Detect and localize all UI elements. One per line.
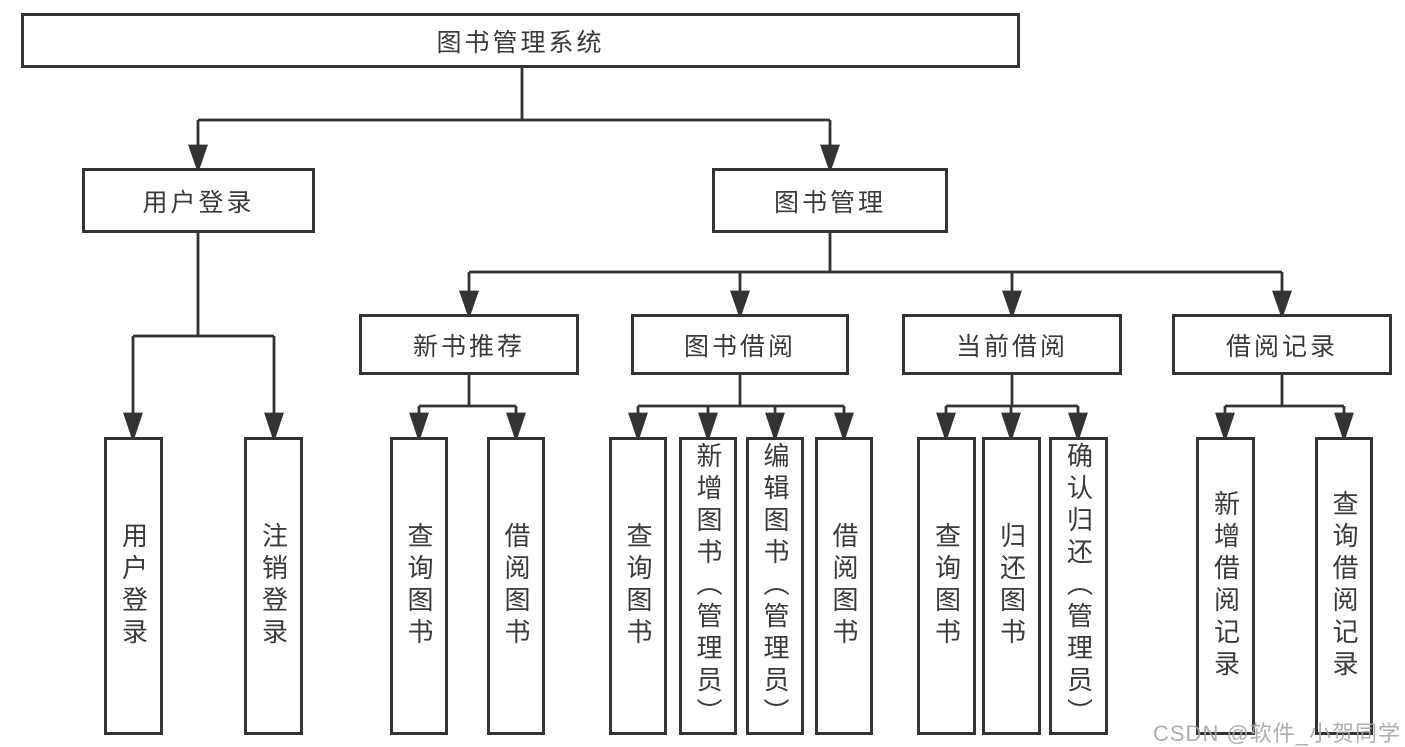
- node-root: 图书管理系统: [21, 13, 1020, 68]
- leaf-logout: 注销登录: [244, 437, 303, 735]
- connector-user-login-branch: [123, 233, 284, 443]
- leaf-query-books-3-label: 查询图书: [931, 522, 962, 650]
- leaf-query-books-3: 查询图书: [917, 437, 976, 735]
- leaf-query-borrow-record-label: 查询借阅记录: [1329, 490, 1359, 682]
- leaf-edit-books-admin: 编辑图书（管理员）: [746, 437, 804, 735]
- leaf-return-books-label: 归还图书: [996, 522, 1027, 650]
- leaf-edit-books-admin-label: 编辑图书（管理员）: [760, 442, 790, 730]
- connector-root-to-level2: [188, 68, 840, 174]
- connector-book-management-branch: [459, 233, 1292, 320]
- leaf-add-borrow-record: 新增借阅记录: [1196, 437, 1255, 735]
- node-borrow-records-label: 借阅记录: [1225, 332, 1338, 361]
- node-new-book-recommendation-label: 新书推荐: [412, 332, 525, 361]
- connector-borrow-record-branch: [1215, 375, 1354, 443]
- leaf-return-books: 归还图书: [982, 437, 1041, 735]
- leaf-logout-label: 注销登录: [258, 522, 289, 650]
- leaf-borrow-books-2-label: 借阅图书: [829, 522, 859, 650]
- leaf-borrow-books-2: 借阅图书: [815, 437, 873, 735]
- node-book-management: 图书管理: [712, 168, 948, 233]
- node-root-label: 图书管理系统: [436, 28, 605, 57]
- node-current-borrowing-label: 当前借阅: [955, 332, 1068, 361]
- node-book-borrowing: 图书借阅: [631, 314, 849, 375]
- node-new-book-recommendation: 新书推荐: [359, 314, 579, 375]
- leaf-add-books-admin: 新增图书（管理员）: [679, 437, 737, 735]
- leaf-query-books-2-label: 查询图书: [623, 522, 653, 650]
- node-user-login-label: 用户登录: [142, 188, 255, 217]
- leaf-confirm-return-admin: 确认归还（管理员）: [1049, 437, 1108, 735]
- leaf-query-books-1-label: 查询图书: [404, 522, 434, 650]
- connector-current-borrow-branch: [936, 375, 1088, 443]
- connector-book-borrow-branch: [628, 375, 854, 443]
- leaf-borrow-books-1: 借阅图书: [487, 437, 545, 735]
- leaf-user-login-label: 用户登录: [118, 522, 149, 650]
- node-user-login: 用户登录: [82, 168, 315, 233]
- leaf-borrow-books-1-label: 借阅图书: [501, 522, 531, 650]
- node-current-borrowing: 当前借阅: [902, 314, 1122, 375]
- leaf-confirm-return-admin-label: 确认归还（管理员）: [1063, 442, 1094, 730]
- leaf-user-login: 用户登录: [104, 437, 163, 735]
- leaf-query-borrow-record: 查询借阅记录: [1315, 437, 1373, 735]
- node-book-borrowing-label: 图书借阅: [683, 332, 796, 361]
- leaf-query-books-1: 查询图书: [390, 437, 448, 735]
- connector-new-book-branch: [409, 375, 526, 443]
- csdn-watermark: CSDN @软件_小贺同学: [1153, 721, 1402, 746]
- node-borrow-records: 借阅记录: [1172, 314, 1392, 375]
- leaf-query-books-2: 查询图书: [609, 437, 667, 735]
- leaf-add-borrow-record-label: 新增借阅记录: [1210, 490, 1241, 682]
- leaf-add-books-admin-label: 新增图书（管理员）: [693, 442, 723, 730]
- node-book-management-label: 图书管理: [773, 188, 886, 217]
